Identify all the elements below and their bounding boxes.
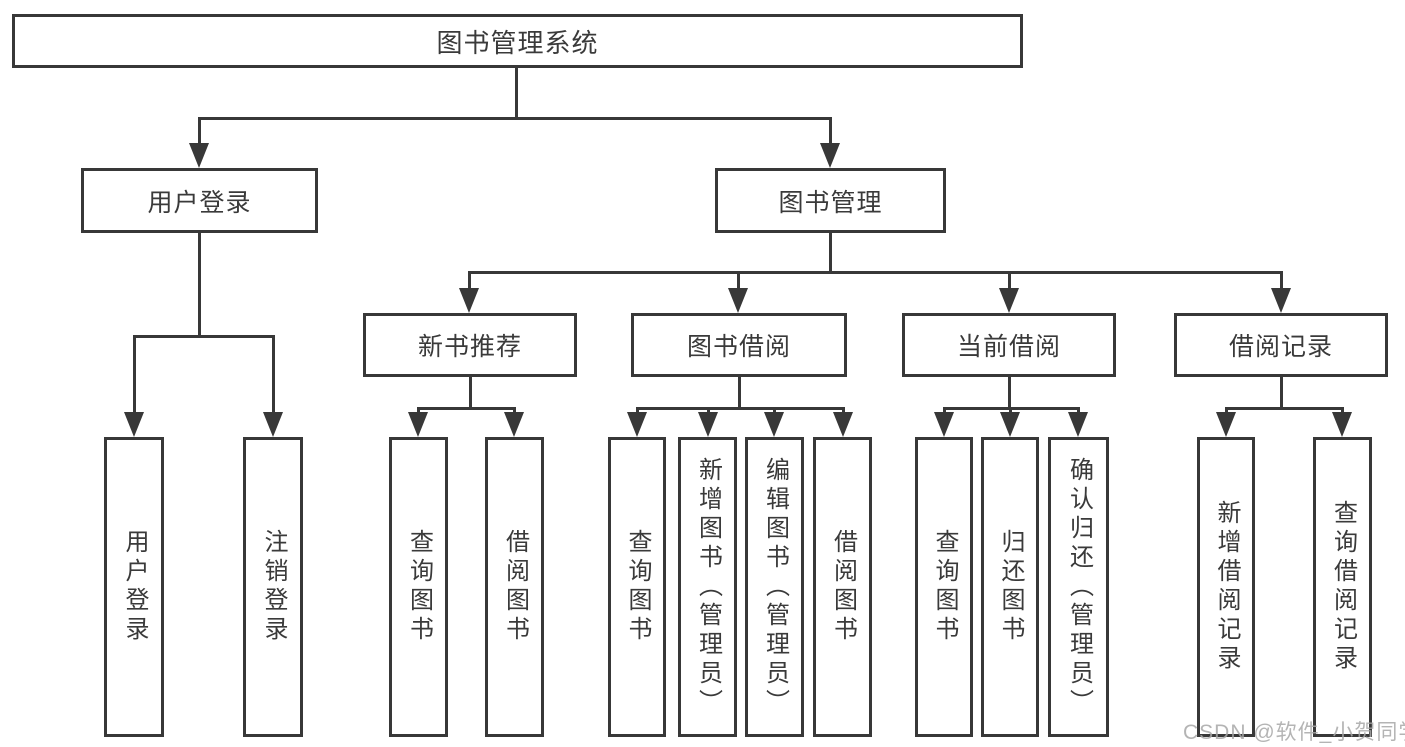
arrowhead-icon: [504, 412, 524, 437]
leaf-user-login: 用户登录: [104, 437, 164, 737]
node-borrow-records: 借阅记录: [1174, 313, 1388, 377]
arrowhead-icon: [1271, 288, 1291, 313]
leaf-borrow-books-label: 借阅图书: [829, 529, 857, 645]
leaf-confirm-return-admin: 确认归还（管理员）: [1048, 437, 1109, 737]
arrowhead-icon: [627, 412, 647, 437]
csdn-watermark: CSDN @软件_小贺同学: [1183, 721, 1405, 744]
node-current-borrow-label: 当前借阅: [956, 333, 1061, 361]
leaf-query-books-borrow-label: 查询图书: [624, 529, 651, 645]
leaf-query-borrow-record: 查询借阅记录: [1313, 437, 1372, 737]
leaf-user-login-label: 用户登录: [121, 529, 148, 645]
arrowhead-icon: [999, 288, 1019, 313]
node-current-borrow: 当前借阅: [902, 313, 1116, 377]
connector-vline: [469, 377, 472, 409]
leaf-add-book-admin-label: 新增图书（管理员）: [694, 456, 722, 718]
node-user-login: 用户登录: [81, 168, 318, 233]
node-user-login-label: 用户登录: [147, 188, 252, 217]
arrowhead-icon: [124, 412, 144, 437]
leaf-query-books-recommend-label: 查询图书: [405, 529, 433, 645]
arrowhead-icon: [459, 288, 479, 313]
connector-vline: [133, 335, 136, 417]
connector-vline: [198, 233, 201, 337]
connector-hline: [133, 335, 274, 338]
leaf-query-borrow-record-label: 查询借阅记录: [1329, 500, 1357, 674]
node-borrow-records-label: 借阅记录: [1228, 333, 1333, 361]
leaf-query-books-borrow: 查询图书: [608, 437, 666, 737]
arrowhead-icon: [698, 412, 718, 437]
connector-vline: [468, 271, 471, 293]
node-new-book-recommend: 新书推荐: [363, 313, 577, 377]
connector-vline: [829, 233, 832, 273]
connector-hline: [636, 407, 844, 410]
leaf-add-book-admin: 新增图书（管理员）: [678, 437, 737, 737]
node-book-borrow-label: 图书借阅: [686, 333, 791, 361]
leaf-add-borrow-record: 新增借阅记录: [1197, 437, 1255, 737]
connector-hline: [468, 271, 1282, 274]
leaf-borrow-books: 借阅图书: [813, 437, 872, 737]
connector-vline: [829, 117, 832, 148]
node-book-borrow: 图书借阅: [631, 313, 847, 377]
arrowhead-icon: [764, 412, 784, 437]
node-book-management-label: 图书管理: [778, 188, 883, 217]
connector-hline: [198, 117, 831, 120]
connector-vline: [1008, 271, 1011, 293]
leaf-edit-book-admin: 编辑图书（管理员）: [745, 437, 804, 737]
leaf-edit-book-admin-label: 编辑图书（管理员）: [761, 456, 789, 718]
arrowhead-icon: [728, 288, 748, 313]
arrowhead-icon: [1000, 412, 1020, 437]
node-book-management: 图书管理: [715, 168, 946, 233]
connector-vline: [272, 335, 275, 417]
node-library-system: 图书管理系统: [12, 14, 1023, 68]
node-new-book-recommend-label: 新书推荐: [417, 333, 522, 361]
arrowhead-icon: [820, 143, 840, 168]
node-library-system-label: 图书管理系统: [436, 27, 599, 58]
connector-vline: [1280, 377, 1283, 409]
leaf-return-book: 归还图书: [981, 437, 1039, 737]
leaf-return-book-label: 归还图书: [997, 529, 1024, 645]
arrowhead-icon: [263, 412, 283, 437]
arrowhead-icon: [1332, 412, 1352, 437]
arrowhead-icon: [189, 143, 209, 168]
connector-vline: [737, 271, 740, 293]
arrowhead-icon: [1068, 412, 1088, 437]
leaf-confirm-return-admin-label: 确认归还（管理员）: [1065, 456, 1093, 718]
leaf-logout-label: 注销登录: [260, 529, 287, 645]
connector-hline: [1225, 407, 1343, 410]
leaf-borrow-books-recommend: 借阅图书: [485, 437, 544, 737]
arrowhead-icon: [934, 412, 954, 437]
connector-vline: [515, 68, 518, 118]
arrowhead-icon: [408, 412, 428, 437]
connector-vline: [738, 377, 741, 409]
connector-vline: [1280, 271, 1283, 293]
connector-vline: [198, 117, 201, 148]
arrowhead-icon: [1216, 412, 1236, 437]
connector-hline: [417, 407, 515, 410]
leaf-add-borrow-record-label: 新增借阅记录: [1213, 500, 1240, 674]
leaf-borrow-books-recommend-label: 借阅图书: [501, 529, 529, 645]
arrowhead-icon: [833, 412, 853, 437]
leaf-logout: 注销登录: [243, 437, 303, 737]
connector-vline: [1008, 377, 1011, 409]
leaf-query-books-current: 查询图书: [915, 437, 973, 737]
leaf-query-books-current-label: 查询图书: [931, 529, 958, 645]
leaf-query-books-recommend: 查询图书: [389, 437, 448, 737]
